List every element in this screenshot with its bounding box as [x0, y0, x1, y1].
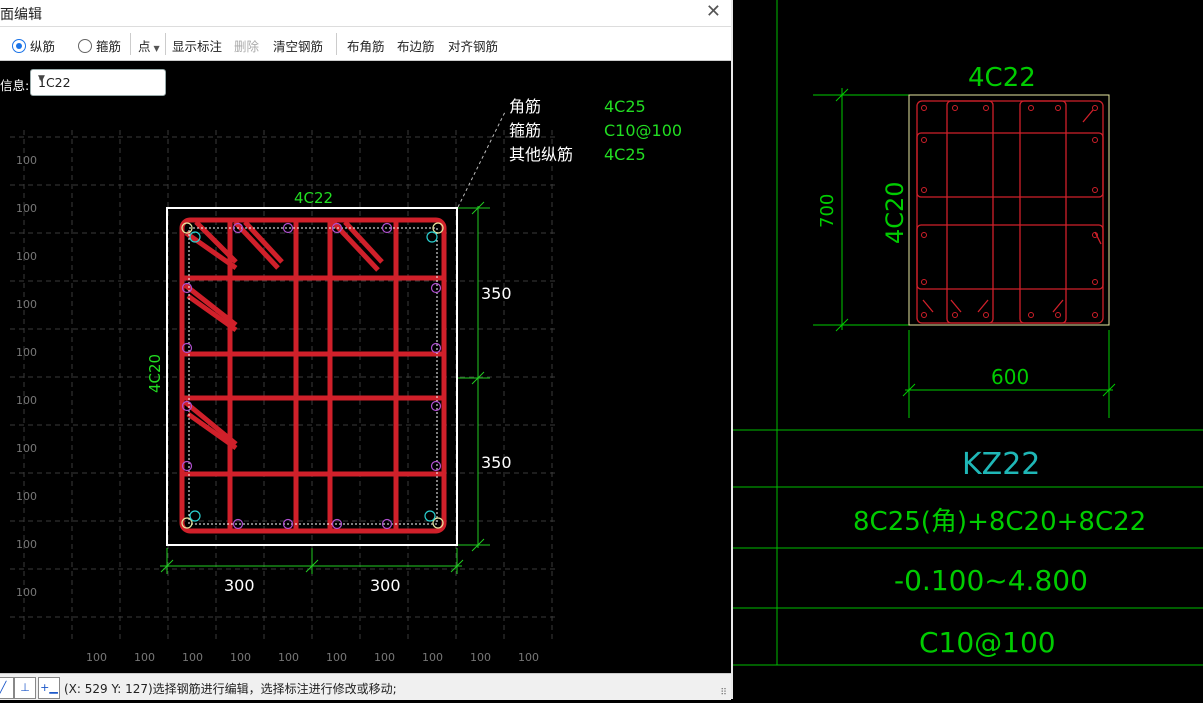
svg-text:100: 100 — [518, 651, 539, 664]
dim-bottom-left[interactable]: 300 — [224, 576, 255, 595]
svg-text:100: 100 — [16, 202, 37, 215]
svg-text:100: 100 — [230, 651, 251, 664]
radio-stirrup-label: 箍筋 — [96, 39, 122, 54]
cad-drawing-panel: 4C22 4C20 700 — [733, 0, 1203, 699]
radio-stirrup[interactable]: 箍筋 — [78, 36, 121, 55]
svg-text:100: 100 — [326, 651, 347, 664]
radio-longitudinal[interactable]: 纵筋 — [12, 36, 55, 55]
svg-text:100: 100 — [16, 586, 37, 599]
place-edge-rebar-button[interactable]: 布边筋 — [397, 39, 435, 54]
svg-text:100: 100 — [422, 651, 443, 664]
chevron-down-icon: ▼ — [153, 44, 160, 53]
cad-column-outline — [908, 94, 1110, 326]
status-text: (X: 529 Y: 127)选择钢筋进行编辑，选择标注进行修改或移动; — [64, 682, 397, 696]
cover-line — [188, 227, 438, 525]
cad-width-dimension — [902, 330, 1116, 418]
section-canvas[interactable]: 100 100 100 100 100 100 100 100 100 100 100 10… — [0, 0, 731, 673]
clear-rebar-button[interactable]: 清空钢筋 — [273, 39, 324, 54]
svg-text:100: 100 — [86, 651, 107, 664]
legend-other-label: 其他纵筋 — [509, 145, 573, 164]
svg-text:100: 100 — [16, 250, 37, 263]
cad-height-value: 700 — [817, 194, 838, 228]
dim-right-top[interactable]: 350 — [481, 284, 512, 303]
radio-longitudinal-label: 纵筋 — [30, 39, 56, 54]
column-outline[interactable] — [166, 207, 458, 546]
legend-stirrup-value: C10@100 — [604, 121, 682, 140]
svg-text:100: 100 — [182, 651, 203, 664]
stirrup-hooks — [183, 220, 384, 451]
delete-button[interactable]: 删除 — [234, 39, 260, 54]
resize-grip-icon[interactable]: ⠿ — [720, 688, 727, 698]
legend-stirrup-label: 箍筋 — [509, 121, 541, 140]
svg-text:100: 100 — [16, 154, 37, 167]
chevron-down-icon: ▼ — [38, 74, 45, 84]
status-bar: ╱ ⊥ +▁ (X: 529 Y: 127)选择钢筋进行编辑，选择标注进行修改或… — [0, 673, 731, 700]
cad-rebars — [921, 105, 1098, 318]
radio-checked-icon — [12, 39, 26, 53]
cad-top-label: 4C22 — [968, 63, 1036, 93]
cad-frame-lines — [733, 0, 1203, 666]
info-label: 信息: — [0, 78, 30, 93]
align-rebar-button[interactable]: 对齐钢筋 — [448, 39, 499, 54]
svg-text:100: 100 — [278, 651, 299, 664]
grid-tick-labels: 100 100 100 100 100 100 100 100 100 100 100 10… — [16, 154, 539, 664]
toolbar-divider — [336, 33, 337, 55]
stirrups[interactable] — [179, 217, 447, 534]
legend-other-value: 4C25 — [604, 145, 646, 164]
rebar-legend: 角筋 4C25 箍筋 C10@100 其他纵筋 4C25 — [509, 97, 682, 164]
dim-bottom-right[interactable]: 300 — [370, 576, 401, 595]
rebar-info-value: 1C22 — [38, 75, 71, 90]
cad-elevation: -0.100~4.800 — [894, 564, 1088, 597]
top-rebar-label[interactable]: 4C22 — [294, 189, 333, 207]
point-dropdown[interactable]: 点▼ — [138, 36, 160, 55]
svg-text:100: 100 — [16, 490, 37, 503]
close-icon[interactable]: ✕ — [705, 1, 721, 22]
cad-stirrup: C10@100 — [919, 626, 1056, 659]
dialog-title: 面编辑 — [0, 7, 42, 23]
svg-text:100: 100 — [16, 298, 37, 311]
snap-perpendicular-icon[interactable]: ⊥ — [14, 677, 36, 699]
dim-right-bottom[interactable]: 350 — [481, 453, 512, 472]
svg-text:100: 100 — [374, 651, 395, 664]
rebar-info-select[interactable]: 1C22 ▼ — [30, 69, 166, 96]
toolbar-divider — [130, 33, 131, 55]
toolbar: 纵筋 箍筋 点▼ 显示标注 删除 清空钢筋 布角筋 布边筋 对齐钢筋 — [0, 27, 731, 61]
svg-text:100: 100 — [470, 651, 491, 664]
section-editor-dialog: 面编辑 ✕ 纵筋 箍筋 点▼ 显示标注 删除 清空钢筋 布角筋 布边筋 对齐钢筋 — [0, 0, 731, 700]
svg-text:100: 100 — [16, 394, 37, 407]
svg-text:100: 100 — [16, 538, 37, 551]
background-grid — [10, 130, 555, 640]
snap-line-icon[interactable]: ╱ — [0, 677, 14, 699]
dialog-titlebar: 面编辑 ✕ — [0, 0, 731, 27]
legend-corner-label: 角筋 — [509, 97, 541, 116]
cad-column-id: KZ22 — [962, 447, 1040, 482]
edge-rebars[interactable] — [181, 222, 442, 530]
left-rebar-label[interactable]: 4C20 — [146, 354, 164, 393]
cad-side-label: 4C20 — [881, 181, 909, 244]
point-dropdown-label: 点 — [138, 39, 151, 54]
radio-unchecked-icon — [78, 39, 92, 53]
cad-height-dimension — [813, 88, 909, 332]
legend-corner-value: 4C25 — [604, 97, 646, 116]
place-corner-rebar-button[interactable]: 布角筋 — [347, 39, 385, 54]
cyan-rebars[interactable] — [189, 231, 438, 522]
cad-stirrups — [916, 100, 1104, 324]
cad-rebar-spec: 8C25(角)+8C20+8C22 — [853, 507, 1146, 537]
toolbar-divider — [165, 33, 166, 55]
svg-text:100: 100 — [16, 346, 37, 359]
cad-width-value: 600 — [991, 365, 1029, 389]
corner-rebars[interactable] — [181, 222, 444, 529]
right-dimension — [458, 201, 490, 552]
legend-leader — [457, 111, 506, 208]
svg-text:100: 100 — [134, 651, 155, 664]
snap-offset-icon[interactable]: +▁ — [38, 677, 60, 699]
cad-canvas[interactable]: 4C22 4C20 700 — [733, 0, 1203, 699]
svg-text:100: 100 — [16, 442, 37, 455]
show-annotation-button[interactable]: 显示标注 — [172, 39, 223, 54]
bottom-dimension — [160, 548, 464, 574]
panel-divider[interactable] — [731, 0, 733, 699]
